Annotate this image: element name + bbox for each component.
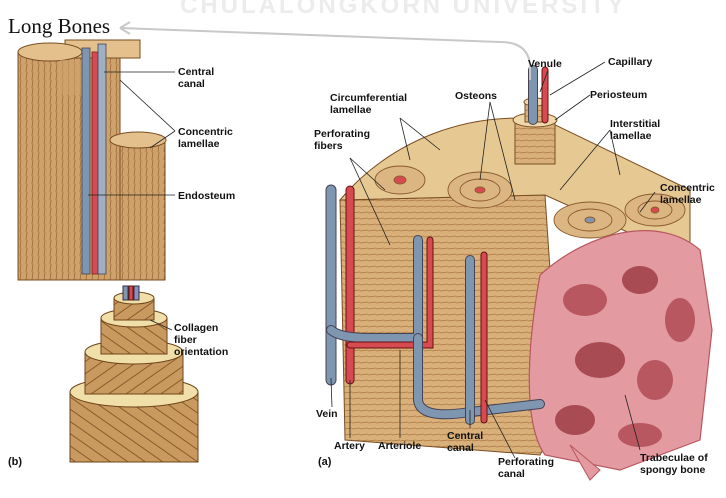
label-artery: Artery [334,440,365,452]
watermark-text: CHULALONGKORN UNIVERSITY [180,0,627,20]
page-title: Long Bones [8,14,110,39]
label-periosteum: Periosteum [590,89,647,101]
label-concentric-lamellae-a: Concentric lamellae [660,182,715,206]
label-perforating-fibers: Perforating fibers [314,128,370,152]
label-trabeculae-spongy-bone: Trabeculae of spongy bone [640,452,708,476]
label-endosteum: Endosteum [178,190,235,202]
panel-b-tag: (b) [8,456,22,468]
label-arteriole: Arteriole [378,440,421,452]
label-interstitial-lamellae: Interstitial lamellae [610,118,660,142]
label-venule: Venule [528,58,562,70]
label-circumferential-lamellae: Circumferential lamellae [330,92,407,116]
label-vein: Vein [316,408,338,420]
label-central-canal-a: Central canal [447,430,483,454]
label-concentric-lamellae-b: Concentric lamellae [178,126,233,150]
label-central-canal-b: Central canal [178,66,214,90]
panel-a-tag: (a) [318,456,331,468]
label-collagen-fiber-orientation: Collagen fiber orientation [174,322,228,358]
label-osteons: Osteons [455,90,497,102]
collagen-cylinder [70,286,198,462]
label-capillary: Capillary [608,56,652,68]
central-canal-vessels [82,44,106,274]
label-perforating-canal: Perforating canal [498,456,554,480]
spongy-bone [529,231,712,480]
